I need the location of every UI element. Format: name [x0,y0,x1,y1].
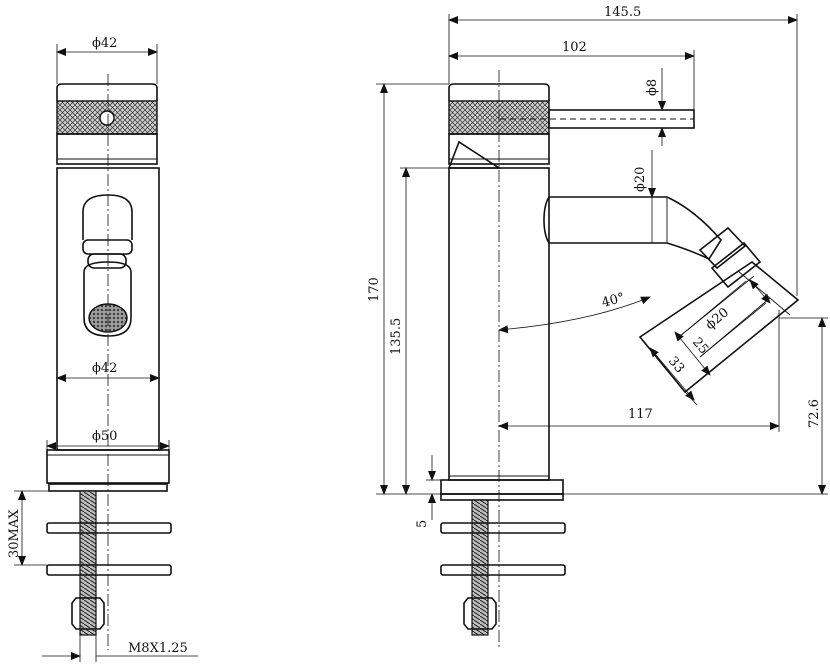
dim-72-6: 72.6 [807,399,822,428]
front-spout-collar [82,239,133,255]
dim-33: 33 [665,354,687,376]
dim-phi50: ϕ50 [92,429,117,444]
dim-phi42-mid: ϕ42 [92,361,117,376]
side-base [440,479,564,495]
side-gasket [440,493,564,501]
dim-phi42-top: ϕ42 [92,36,117,51]
front-hex-nut [71,597,105,630]
dim-thread: M8X1.25 [128,641,188,656]
side-spout [543,196,722,261]
side-hex-nut [463,597,497,630]
side-outlet-ring [710,241,762,289]
front-spout-ring [87,253,127,269]
dim-5: 5 [415,520,430,528]
front-spout-end [82,194,133,240]
front-view: ϕ42 ϕ42 ϕ50 30MAX M8X1.25 [7,36,198,662]
dim-170: 170 [367,277,382,302]
dim-145-5: 145.5 [604,5,641,20]
side-threaded-rod [471,499,489,636]
dim-25: 25 [689,335,711,357]
dim-135-5: 135.5 [389,318,404,355]
dim-117: 117 [628,407,653,422]
side-handle-cap [448,83,550,101]
side-mount-plate-top [440,522,566,534]
side-outlet-collar [698,226,747,270]
front-threaded-rod [79,490,97,636]
side-view: 145.5 102 ϕ8 ϕ20 170 135.5 5 40° [367,5,828,650]
front-mount-plate-top [46,522,172,534]
dim-30max: 30MAX [7,509,22,558]
front-lever-hole [99,110,115,126]
side-mount-plate-bottom [440,564,566,576]
dim-phi20-outlet: ϕ20 [703,305,732,333]
front-handle-cap [56,83,158,101]
dim-phi20-spout: ϕ20 [633,167,648,192]
dim-102: 102 [562,40,587,55]
front-mount-plate-bottom [46,564,172,576]
dim-angle-40: 40° [600,290,626,310]
dim-phi8: ϕ8 [645,79,660,96]
front-handle-base [56,133,158,165]
